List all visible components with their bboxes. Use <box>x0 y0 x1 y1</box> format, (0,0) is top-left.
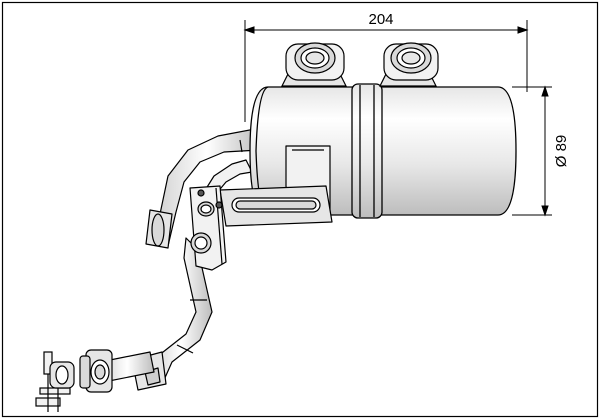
diameter-dimension <box>512 85 552 217</box>
inlet-pipe <box>145 127 261 249</box>
outlet-port <box>379 42 439 87</box>
inlet-port <box>281 42 347 87</box>
pipe-end-fitting <box>35 349 113 412</box>
length-dimension-label: 204 <box>368 11 393 28</box>
diameter-dimension-label: Ø 89 <box>553 135 570 168</box>
mounting-bracket <box>189 145 333 271</box>
outlet-pipe <box>99 237 213 391</box>
length-dimension <box>243 20 529 122</box>
